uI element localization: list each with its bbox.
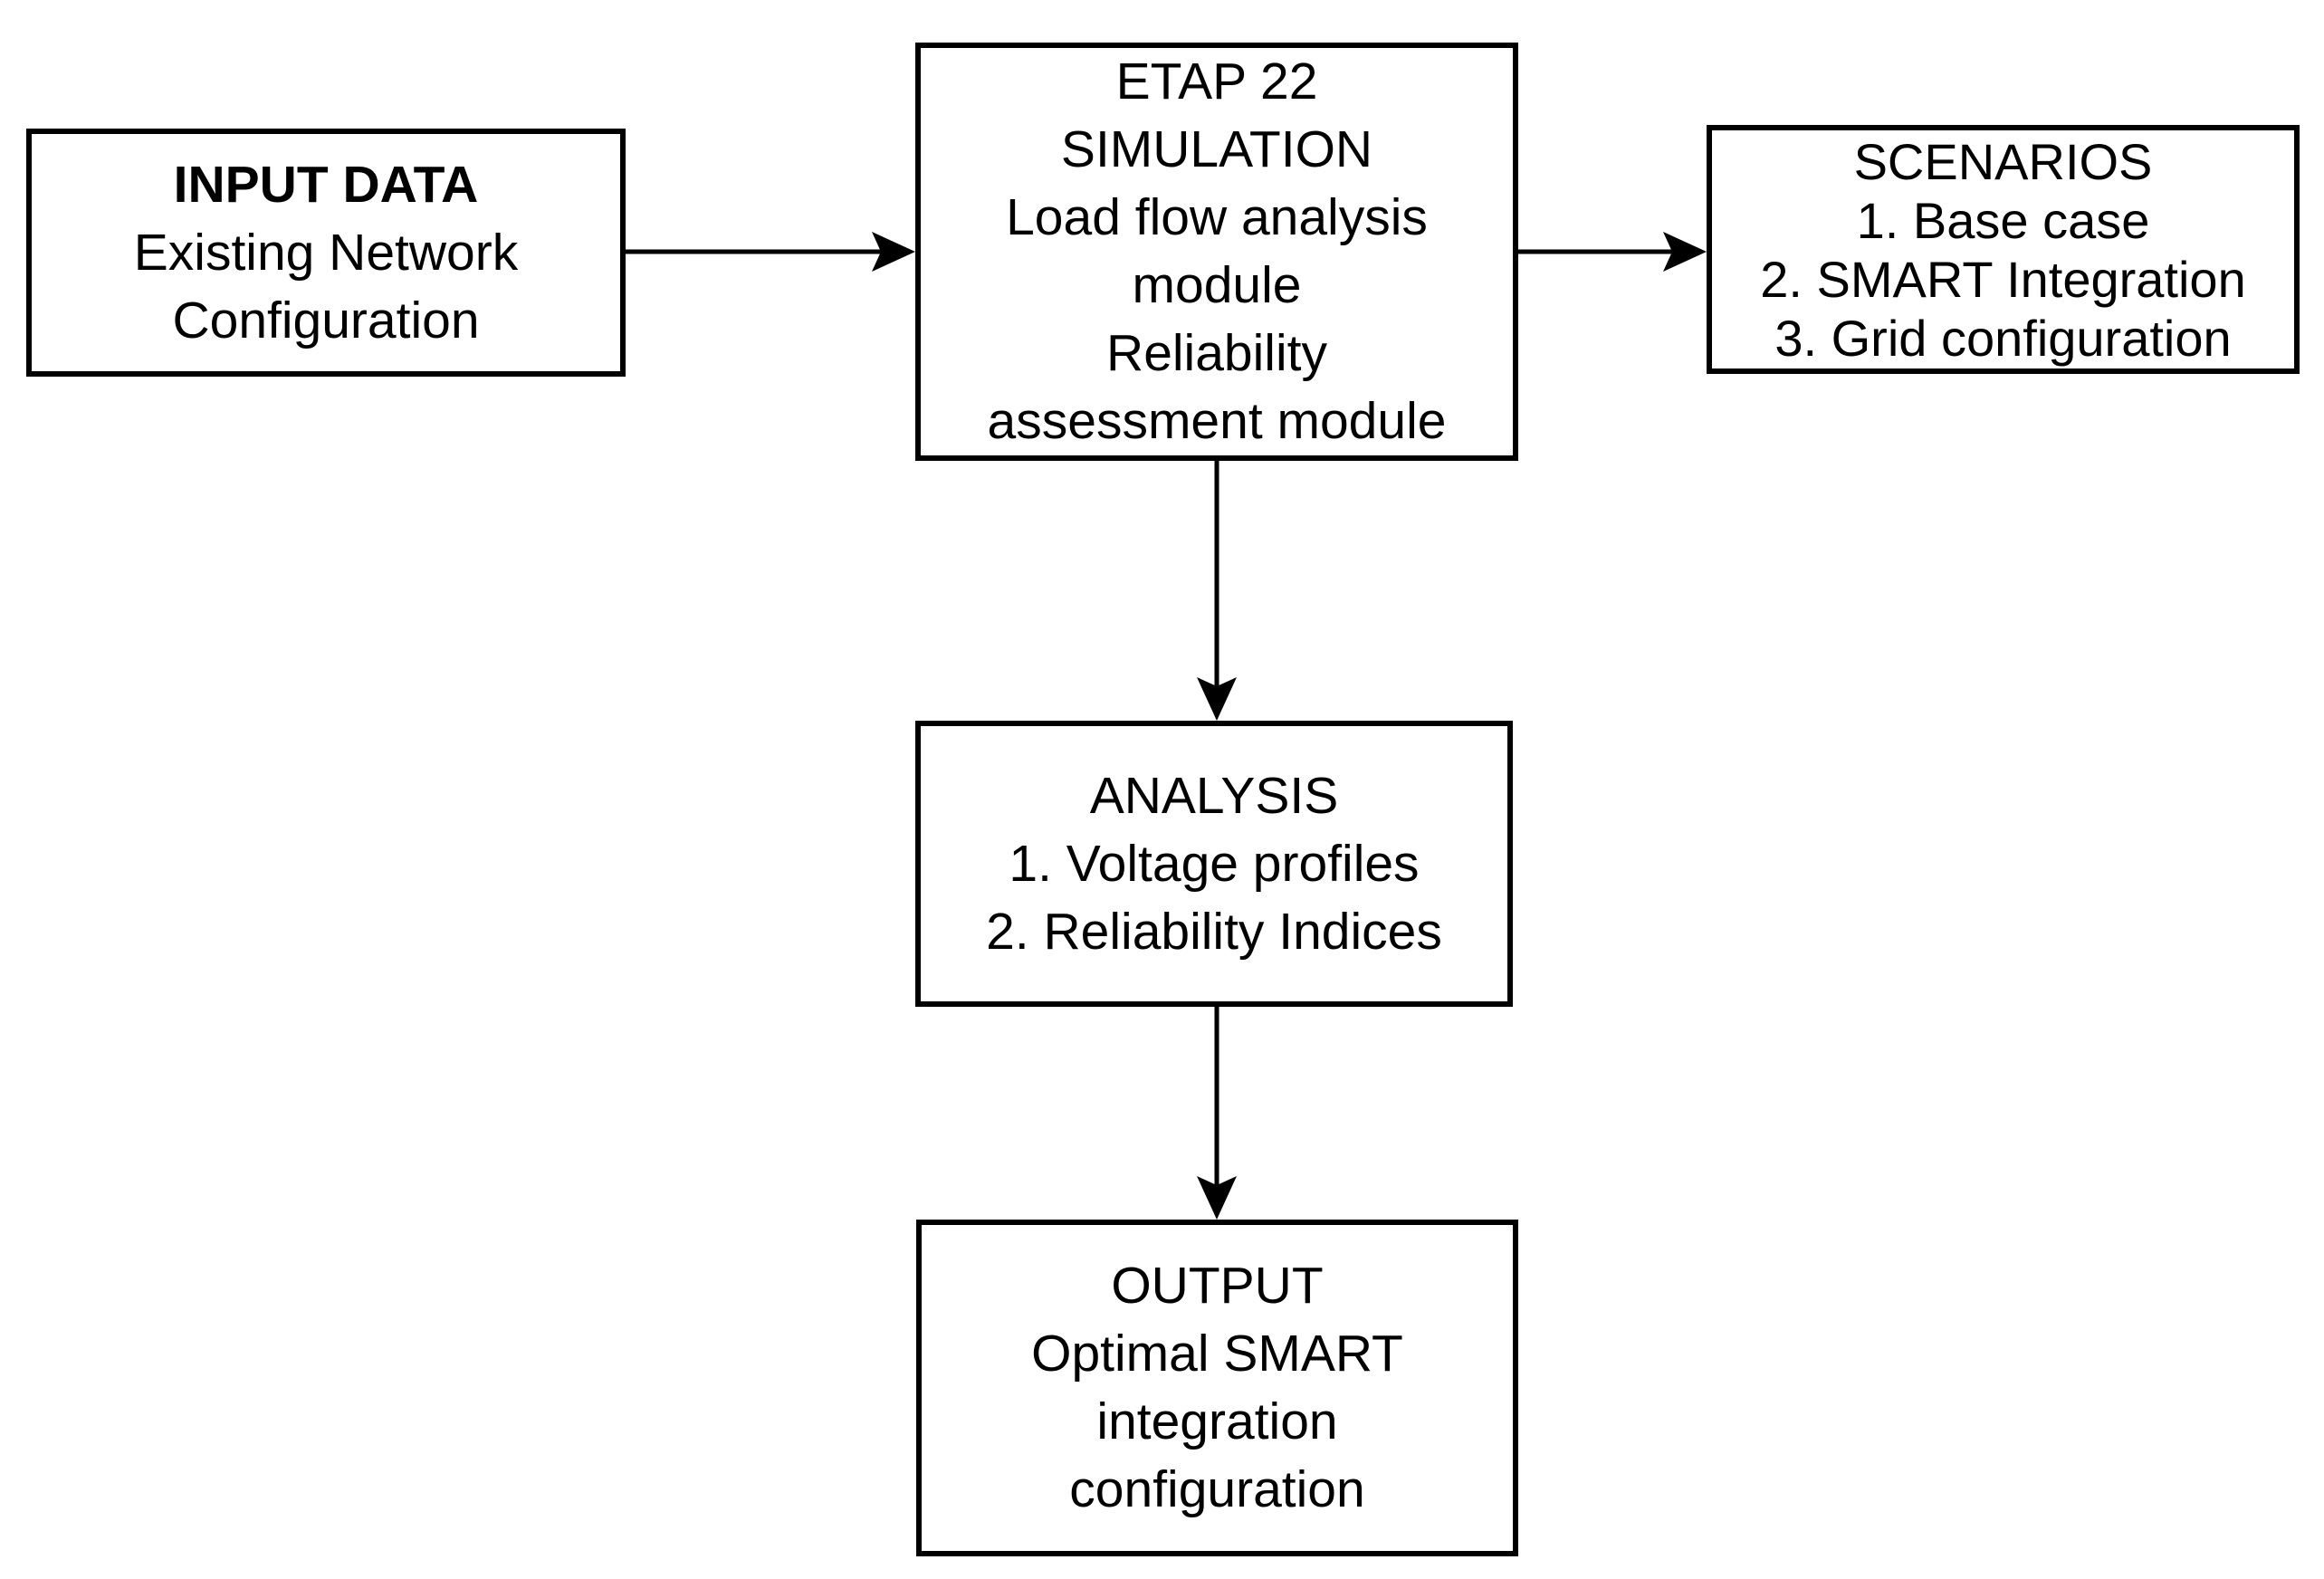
arrowhead-right-icon	[1663, 232, 1707, 272]
output-title: OUTPUT	[1111, 1257, 1324, 1315]
simulation-text-line: Reliability	[1106, 324, 1327, 382]
output-text-line: integration	[1096, 1392, 1338, 1450]
simulation-text-line: module	[1132, 256, 1302, 314]
arrowhead-right-icon	[872, 232, 915, 272]
arrowhead-down-icon	[1197, 677, 1237, 721]
arrowhead-down-icon	[1197, 1176, 1237, 1220]
simulation-text-line: assessment module	[987, 392, 1447, 450]
output-text-line: configuration	[1069, 1460, 1365, 1518]
node-input-data: INPUT DATA Existing Network Configuratio…	[26, 129, 626, 377]
node-scenarios: SCENARIOS 1. Base case 2. SMART Integrat…	[1707, 125, 2300, 374]
analysis-list-item: 1. Voltage profiles	[1009, 834, 1420, 893]
simulation-text-line: Load flow analysis	[1006, 188, 1428, 246]
arrow-input-to-simulation	[626, 232, 915, 272]
simulation-title-line: ETAP 22	[1115, 53, 1318, 110]
node-analysis: ANALYSIS 1. Voltage profiles 2. Reliabil…	[915, 721, 1513, 1007]
scenarios-list-item: 1. Base case	[1856, 191, 2150, 249]
arrow-simulation-to-analysis	[1197, 461, 1237, 721]
arrow-simulation-to-scenarios	[1518, 232, 1707, 272]
scenarios-title: SCENARIOS	[1853, 132, 2153, 190]
input-data-title: INPUT DATA	[173, 155, 479, 214]
output-text-line: Optimal SMART	[1031, 1325, 1403, 1383]
scenarios-list-item: 2. SMART Integration	[1760, 250, 2246, 308]
scenarios-list-item: 3. Grid configuration	[1774, 309, 2232, 367]
arrow-analysis-to-output	[1197, 1007, 1237, 1220]
input-data-text-line: Existing Network	[133, 223, 519, 282]
simulation-title-line: SIMULATION	[1060, 120, 1373, 178]
node-etap-simulation: ETAP 22 SIMULATION Load flow analysis mo…	[915, 43, 1518, 461]
analysis-list-item: 2. Reliability Indices	[986, 902, 1442, 961]
analysis-title: ANALYSIS	[1089, 766, 1339, 825]
input-data-text-line: Configuration	[172, 291, 480, 349]
node-output: OUTPUT Optimal SMART integration configu…	[916, 1220, 1518, 1556]
